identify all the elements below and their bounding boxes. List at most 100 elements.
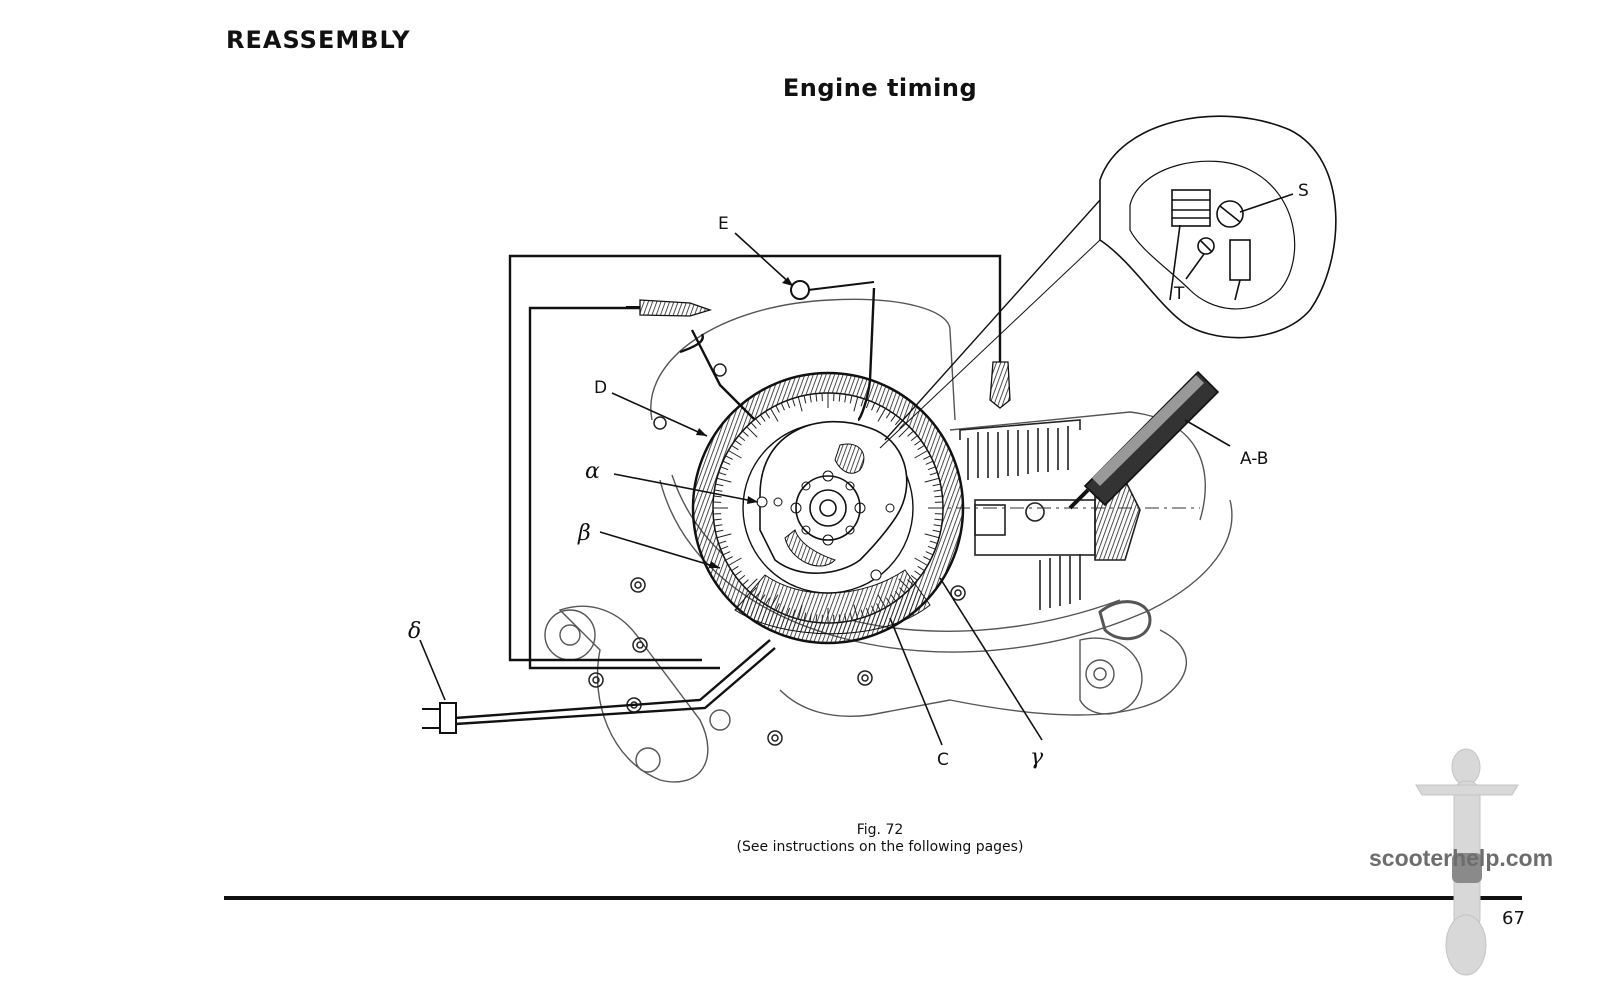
disc-tick [934,495,943,498]
cylinder-fins [959,419,1141,610]
disc-tick [907,430,914,437]
detail-inset [879,115,1337,449]
leader-alpha [613,473,759,503]
callout-E: E [718,214,729,234]
disc-tick [927,545,936,550]
disc-tick [734,570,742,576]
disc-tick [786,400,791,409]
disc-tick [755,418,762,426]
test-circuit-wires [454,254,1002,726]
disc-tick [877,408,886,422]
disc-tick [713,518,722,521]
disc-tick [715,529,724,533]
disc-tick [716,477,732,483]
leader-gamma [939,577,1043,741]
dial-gauge [1068,370,1220,510]
footer-rule [224,896,1522,900]
disc-tick [746,578,758,590]
disc-tick [815,393,818,402]
plug-connector [422,702,457,734]
disc-tick [853,396,859,412]
disc-tick [933,489,942,492]
crocodile-clip-right [989,361,1011,409]
disc-tick [932,529,941,533]
disc-tick [934,518,943,521]
disc-tick [917,565,925,572]
disc-tick [718,540,727,545]
disc-tick [929,540,938,545]
disc-tick [933,524,942,527]
pointer-wire [790,280,875,300]
callout-beta: β [577,521,591,546]
disc-tick [932,483,941,487]
disc-tick [899,422,906,429]
disc-tick [716,533,732,539]
disc-tick [924,533,940,539]
crocodile-clip-left [626,299,713,317]
disc-tick [725,455,733,460]
disc-tick [720,545,729,550]
figure-number: Fig. 72 [856,822,904,838]
leader-lines [419,193,1294,746]
disc-tick [715,483,724,487]
disc-tick [722,460,731,465]
disc-tick [742,430,749,437]
disc-tick [914,557,928,566]
leader-E [734,232,794,287]
disc-tick [731,565,739,572]
leader-S [1239,193,1294,213]
disc-tick [838,393,841,402]
disc-tick [738,435,746,442]
disc-tick [925,551,934,556]
disc-tick [923,455,931,460]
disc-tick [898,426,910,438]
disc-tick [725,556,733,561]
disc-tick [914,570,922,576]
disc-tick [775,405,780,413]
disc-tick [718,471,727,476]
disc-tick [720,466,729,471]
disc-tick [714,489,723,492]
leader-C [889,617,943,746]
scooter-watermark-icon [1415,748,1519,976]
callout-C: C [937,750,949,770]
page-heading-text: Engine timing [782,74,978,102]
disc-tick [871,402,876,411]
disc-tick [844,394,847,403]
leader-T [1185,253,1205,280]
disc-tick [728,450,742,459]
leader-AB [1184,419,1231,447]
disc-tick [917,444,925,451]
callout-delta: δ [408,619,421,644]
section-title: REASSEMBLY [226,26,411,54]
disc-tick [925,460,934,465]
disc-tick [713,495,722,498]
disc-tick [929,471,938,476]
figure-note: (See instructions on the following pages… [736,839,1024,855]
disc-tick [924,477,940,483]
callout-D: D [594,378,607,398]
disc-tick [927,466,936,471]
leader-arrowheads [696,277,793,568]
disc-tick [750,422,757,429]
disc-tick [803,395,807,404]
disc-tick [910,435,918,442]
disc-tick [780,402,785,411]
flywheel-lower-hatch [734,569,931,635]
disc-tick [894,418,901,426]
disc-tick [876,405,881,413]
disc-tick [791,398,796,407]
leader-delta [419,639,446,701]
callout-T: T [1173,284,1185,304]
disc-tick [910,574,918,581]
disc-tick [722,551,731,556]
disc-tick [860,398,865,407]
disc-tick [760,414,766,422]
disc-tick [923,556,931,561]
disc-tick [738,574,746,581]
callout-alpha: α [585,459,600,484]
disc-tick [714,524,723,527]
disc-tick [742,579,749,586]
leader-D [611,392,708,437]
